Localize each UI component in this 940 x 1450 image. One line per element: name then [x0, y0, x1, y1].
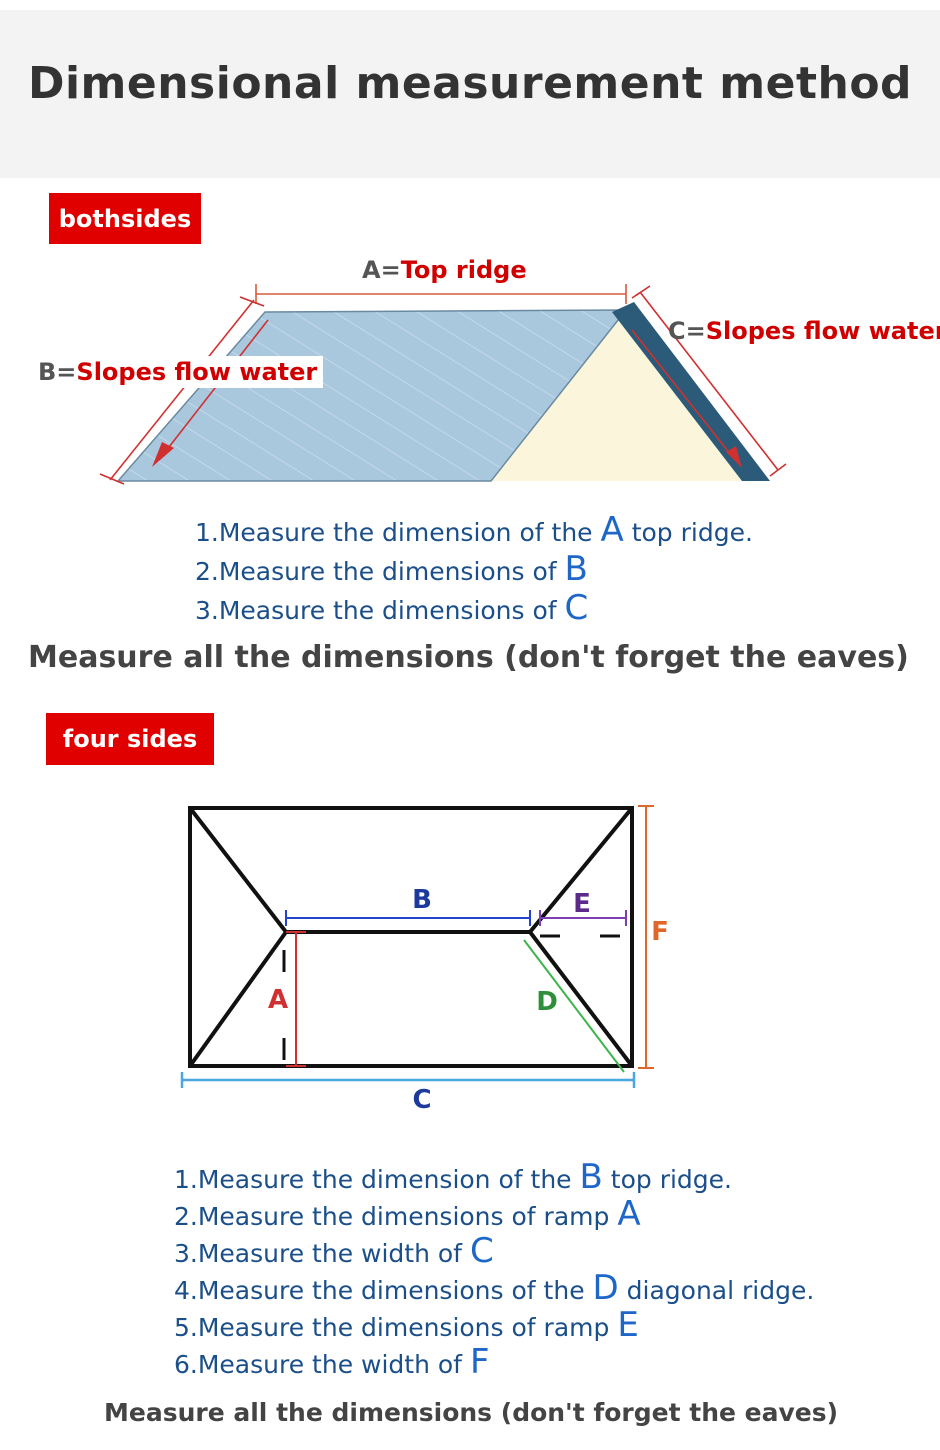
- label-top-ridge-a: A=Top ridge: [362, 256, 527, 284]
- dimension-line-f: [638, 805, 654, 1069]
- gable-end-wall: [491, 310, 768, 481]
- arrow-b-icon: [152, 442, 174, 467]
- steps-four-sides: 1.Measure the dimension of the B top rid…: [174, 1160, 814, 1382]
- label-slopes-c: C=Slopes flow water: [668, 317, 940, 345]
- arrow-c-icon: [726, 446, 742, 468]
- page-title: Dimensional measurement method: [27, 58, 913, 109]
- step-item: 3.Measure the width of C: [174, 1231, 494, 1271]
- hip-lines: [188, 806, 634, 1068]
- step-item: 3.Measure the dimensions of C: [195, 588, 589, 628]
- dimension-line-c: [631, 285, 787, 477]
- note-eaves-bothsides: Measure all the dimensions (don't forget…: [28, 640, 909, 675]
- dimension-line-a-hip: [286, 931, 306, 1067]
- step-item: 2.Measure the dimensions of B: [195, 549, 588, 589]
- step-item: 1.Measure the dimension of the A top rid…: [195, 510, 753, 550]
- step-item: 1.Measure the dimension of the B top rid…: [174, 1157, 732, 1197]
- steps-bothsides: 1.Measure the dimension of the A top rid…: [195, 512, 753, 629]
- label-b-hip: B: [412, 885, 432, 915]
- step-item: 5.Measure the dimensions of ramp E: [174, 1305, 639, 1345]
- roof-slope-b: [116, 309, 628, 482]
- gable-roof-diagram: [99, 284, 787, 485]
- dimension-line-b-hip: [285, 910, 531, 926]
- roof-edge-c: [612, 302, 770, 481]
- label-f-hip: F: [651, 917, 669, 947]
- header-band: [0, 10, 940, 178]
- dimension-line-a: [255, 284, 627, 304]
- label-d-hip: D: [536, 987, 558, 1017]
- dimension-line-c-hip: [180, 1072, 636, 1088]
- dimension-line-b: [99, 296, 269, 485]
- step-item: 6.Measure the width of F: [174, 1342, 490, 1382]
- label-e-hip: E: [573, 889, 591, 919]
- label-c-hip: C: [412, 1085, 431, 1115]
- step-item: 4.Measure the dimensions of the D diagon…: [174, 1268, 815, 1308]
- roof-outline: [188, 806, 634, 1068]
- label-slopes-b: B=Slopes flow water: [36, 356, 324, 388]
- dimension-line-e: [539, 910, 627, 926]
- hip-roof-diagram: [180, 805, 654, 1088]
- label-a-hip: A: [268, 985, 288, 1015]
- step-item: 2.Measure the dimensions of ramp A: [174, 1194, 641, 1234]
- section-tag-four-sides: four sides: [46, 713, 214, 765]
- section-tag-bothsides: bothsides: [49, 193, 201, 244]
- note-eaves-four-sides: Measure all the dimensions (don't forget…: [104, 1398, 839, 1427]
- dimension-line-d: [523, 939, 625, 1073]
